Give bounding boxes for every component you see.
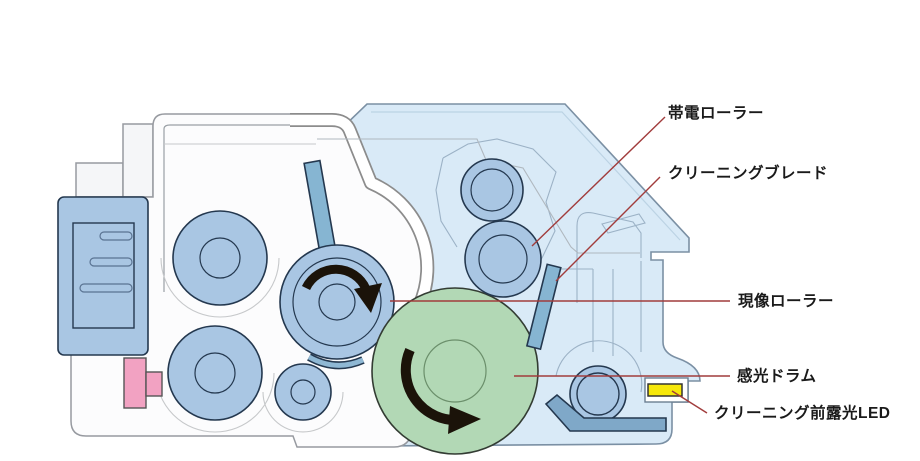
body-staircase-line [317,138,640,254]
body-back-step-lower [75,162,124,198]
drum-arrow-head [448,406,481,434]
transfer-roller-core [576,372,620,416]
paper-guide-arc [307,354,365,368]
feed-roller-upper [172,210,268,306]
photosensitive-drum [371,287,539,455]
developing-roller [279,244,395,360]
developing-roller-ring [292,257,382,347]
pre-exposure-led [647,383,683,397]
leader-line-charging-roller [531,116,666,247]
charging-roller-mount-outline [435,138,557,273]
paper-feed-rollers [167,210,332,421]
leader-line-pre-exposure-led [671,390,708,414]
charging-roller-upper-core [470,168,514,212]
housing-inner-edge-line [371,111,681,241]
feed-roller-small [274,363,332,421]
transfer-section [544,340,689,432]
cassette-inner-panel [72,222,135,329]
developing-roller-rotation-arrow [301,264,371,292]
label-developing-roller: 現像ローラー [738,291,834,310]
leader-lines [390,116,730,414]
charging-roller-lower [464,220,542,298]
feed-roller-upper-axle [199,237,241,279]
charging-section [460,158,562,351]
leader-line-cleaning-blade [555,176,661,282]
cassette-grip-line-2 [89,257,133,267]
feed-roller-lower [167,325,263,421]
charging-roller-upper [460,158,524,222]
drum-rotation-arrow [400,347,460,426]
body-inner-wall-line [163,124,291,292]
label-charging-roller: 帯電ローラー [668,103,764,122]
pink-lever-tab [145,371,163,397]
photosensitive-drum-unit [371,287,539,455]
feed-roller-small-axle [290,379,316,405]
cleaning-blade [525,263,562,351]
label-cleaning-blade: クリーニングブレード [668,163,828,182]
roller-housing-arcs [155,257,344,433]
housing-rib-lines [560,261,642,356]
cleaning-blade-group [525,263,562,351]
cassette-grip-line-3 [79,283,133,293]
labels: 帯電ローラー クリーニングブレード 現像ローラー 感光ドラム クリーニング前露光… [668,103,891,422]
drum-axle [423,339,487,403]
pink-lever-main [123,357,147,409]
label-photosensitive-drum: 感光ドラム [737,366,817,385]
paper-exit-guide [544,393,667,432]
charging-roller-lower-core [478,234,528,284]
cassette-grip-line-1 [99,231,133,241]
developing-unit [279,159,395,370]
developing-roller-axle [318,283,356,321]
toner-cassette [57,196,163,409]
developing-roller-arrow-head [354,283,382,313]
body-back-step-upper [122,123,154,198]
label-pre-exposure-led: クリーニング前露光LED [714,403,891,422]
transfer-roller-housing-arc [555,340,643,393]
housing-vent-detail [601,213,646,234]
feed-roller-lower-axle [194,352,236,394]
developing-unit-hood [290,114,433,429]
